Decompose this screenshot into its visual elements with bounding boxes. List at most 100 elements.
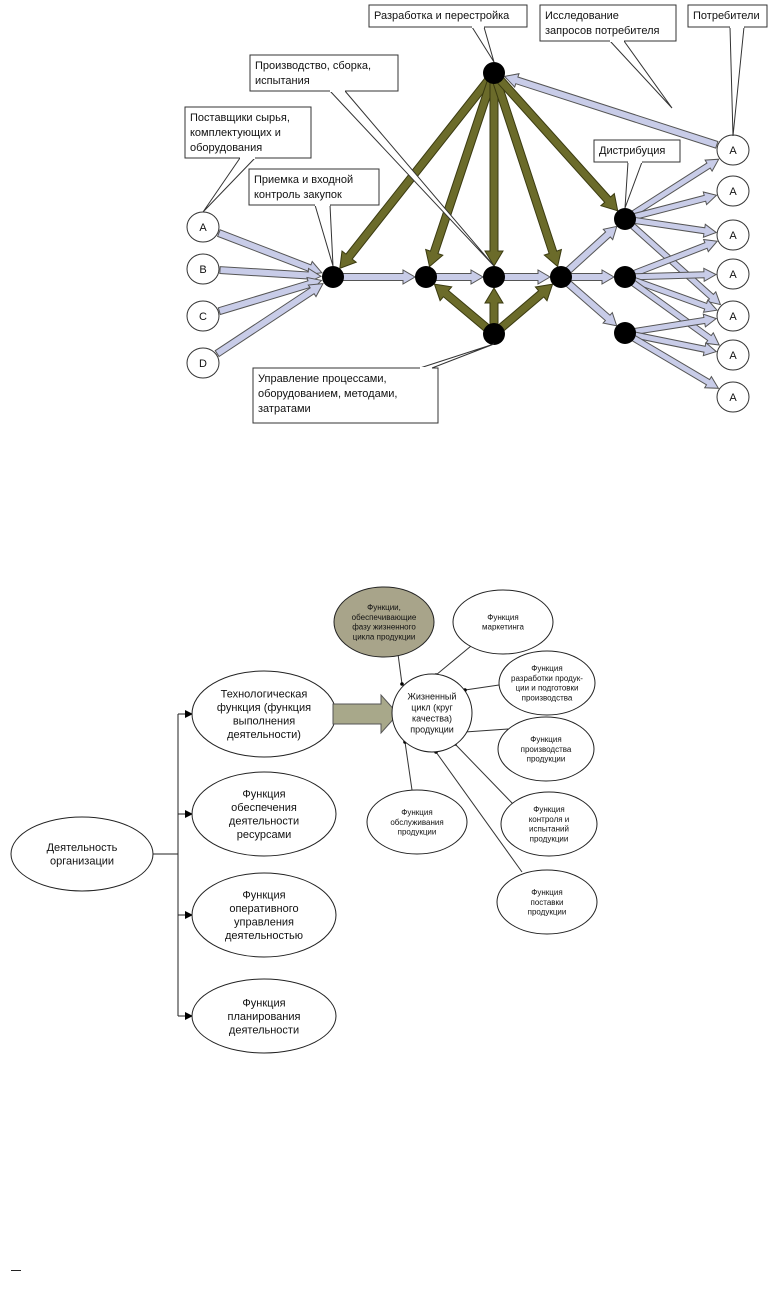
left-function-ellipse-text: функция (функция	[217, 702, 311, 714]
callout-management-box	[252, 367, 439, 424]
left-function-ellipse-text: планирования	[228, 1011, 301, 1023]
callout-research-text: Исследование	[545, 10, 619, 22]
supplier-node-label: B	[199, 264, 206, 276]
left-function-ellipse	[191, 872, 337, 958]
callout-management-tail	[419, 343, 495, 369]
satellite-function-ellipse-text: Функция	[401, 808, 432, 817]
distribution-flow-arrow	[565, 280, 618, 327]
highlight-function-ellipse-text: Функции,	[367, 603, 401, 612]
left-function-ellipse-text: управления	[234, 917, 294, 929]
lifecycle-center-circle-text: продукции	[410, 725, 454, 735]
process-node-m3	[550, 266, 572, 288]
consumer-flow-arrow	[633, 331, 718, 357]
consumer-flow-arrow	[633, 191, 718, 221]
callout-production-text: испытания	[255, 75, 310, 87]
callout-consumers-text: Потребители	[693, 10, 760, 22]
satellite-function-ellipse-text: производства	[522, 693, 573, 702]
lifecycle-big-arrow	[332, 693, 399, 735]
process-node-recv	[322, 266, 344, 288]
spoke-line	[397, 653, 403, 685]
satellite-function-ellipse-text: разработки продук-	[511, 674, 583, 683]
highlight-function-ellipse-text: фазу жизненного	[352, 623, 416, 632]
callout-research-text: запросов потребителя	[545, 25, 660, 37]
left-function-ellipse-text: выполнения	[233, 716, 295, 728]
callout-research: Исследование запросов потребителя	[539, 4, 677, 109]
left-function-ellipse-text: Технологическая	[221, 689, 308, 701]
satellite-function-ellipse-text: Функция	[530, 735, 561, 744]
satellite-function-ellipse-text: Функция	[533, 805, 564, 814]
satellite-function-ellipse-text: испытаний	[529, 825, 569, 834]
satellite-function-ellipse	[496, 869, 598, 935]
process-node-d3	[614, 322, 636, 344]
process-node-d1	[614, 208, 636, 230]
chain-flow-arrow	[342, 269, 416, 285]
left-function-ellipse-text: оперативного	[229, 903, 298, 915]
left-function-ellipse	[191, 771, 337, 857]
spoke-line-dot	[400, 682, 404, 686]
callout-management: Управление процессами,оборудованием, мет…	[252, 343, 495, 424]
left-function-ellipse-text: ресурсами	[237, 829, 292, 841]
callout-development-text: Разработка и перестройка	[374, 10, 510, 22]
highlight-function-ellipse	[333, 586, 435, 658]
left-function-ellipse-text: Функция	[242, 997, 285, 1009]
callout-consumers: Потребители	[687, 4, 768, 137]
callout-receiving-text: контроль закупок	[254, 189, 342, 201]
callout-receiving-box	[248, 168, 380, 206]
functions-diagram: ДеятельностьорганизацииТехнологическаяфу…	[10, 586, 598, 1054]
spoke-line	[435, 751, 523, 873]
root-ellipse	[10, 816, 154, 892]
supplier-flow-arrow	[214, 283, 324, 358]
satellite-function-ellipse-text: продукции	[528, 908, 567, 917]
supplier-node	[186, 253, 220, 285]
left-function-ellipse-text: Функция	[242, 789, 285, 801]
process-arrow	[492, 79, 563, 268]
satellite-function-ellipse	[452, 589, 554, 655]
satellite-function-ellipse-text: ции и подготовки	[516, 684, 579, 693]
process-node-ctrl	[483, 323, 505, 345]
lifecycle-center-circle-text: цикл (круг	[411, 703, 453, 713]
feedback-arrow	[503, 73, 719, 149]
consumer-node-label: A	[729, 311, 737, 323]
process-node-d2	[614, 266, 636, 288]
lifecycle-center-circle	[391, 673, 473, 753]
supplier-node	[186, 347, 220, 379]
callout-suppliers-tail	[202, 157, 256, 213]
satellite-function-ellipse-text: продукции	[530, 834, 569, 843]
process-arrow	[497, 283, 554, 332]
process-node-m1	[415, 266, 437, 288]
consumer-node	[716, 339, 750, 371]
consumer-node	[716, 300, 750, 332]
satellite-function-ellipse-text: Функция	[531, 664, 562, 673]
callout-production-tail	[329, 90, 495, 267]
left-function-ellipse	[191, 978, 337, 1054]
consumer-node-label: A	[729, 145, 737, 157]
consumer-node-label: A	[729, 269, 737, 281]
satellite-function-ellipse-text: Функция	[487, 613, 518, 622]
consumer-node-label: A	[729, 230, 737, 242]
consumer-node	[716, 381, 750, 413]
callout-suppliers: Поставщики сырья,комплектующих иоборудов…	[184, 106, 312, 213]
left-function-ellipse-text: обеспечения	[231, 802, 297, 814]
process-arrows	[339, 76, 619, 333]
root-ellipse-text: Деятельность	[47, 842, 118, 854]
callout-production-text: Производство, сборка,	[255, 60, 371, 72]
consumer-node	[716, 219, 750, 251]
callout-production-box	[249, 54, 399, 92]
spoke-line	[454, 743, 514, 805]
left-function-ellipse-text: деятельности)	[227, 729, 301, 741]
callout-production: Производство, сборка, испытания	[249, 54, 495, 267]
process-arrow	[425, 79, 496, 268]
callout-receiving-tail	[314, 204, 334, 267]
lifecycle-center-circle-text: качества)	[412, 714, 452, 724]
callout-distribution: Дистрибуция	[593, 139, 681, 209]
callout-distribution-tail	[624, 161, 643, 209]
process-arrow	[484, 287, 504, 326]
satellite-function-ellipse-text: Функция	[531, 888, 562, 897]
satellite-function-ellipse-text: обслуживания	[390, 818, 443, 827]
chain-flow-arrow	[435, 269, 484, 285]
highlight-function-ellipse-text: обеспечивающие	[352, 613, 417, 622]
consumer-flow-arrow	[631, 158, 720, 217]
